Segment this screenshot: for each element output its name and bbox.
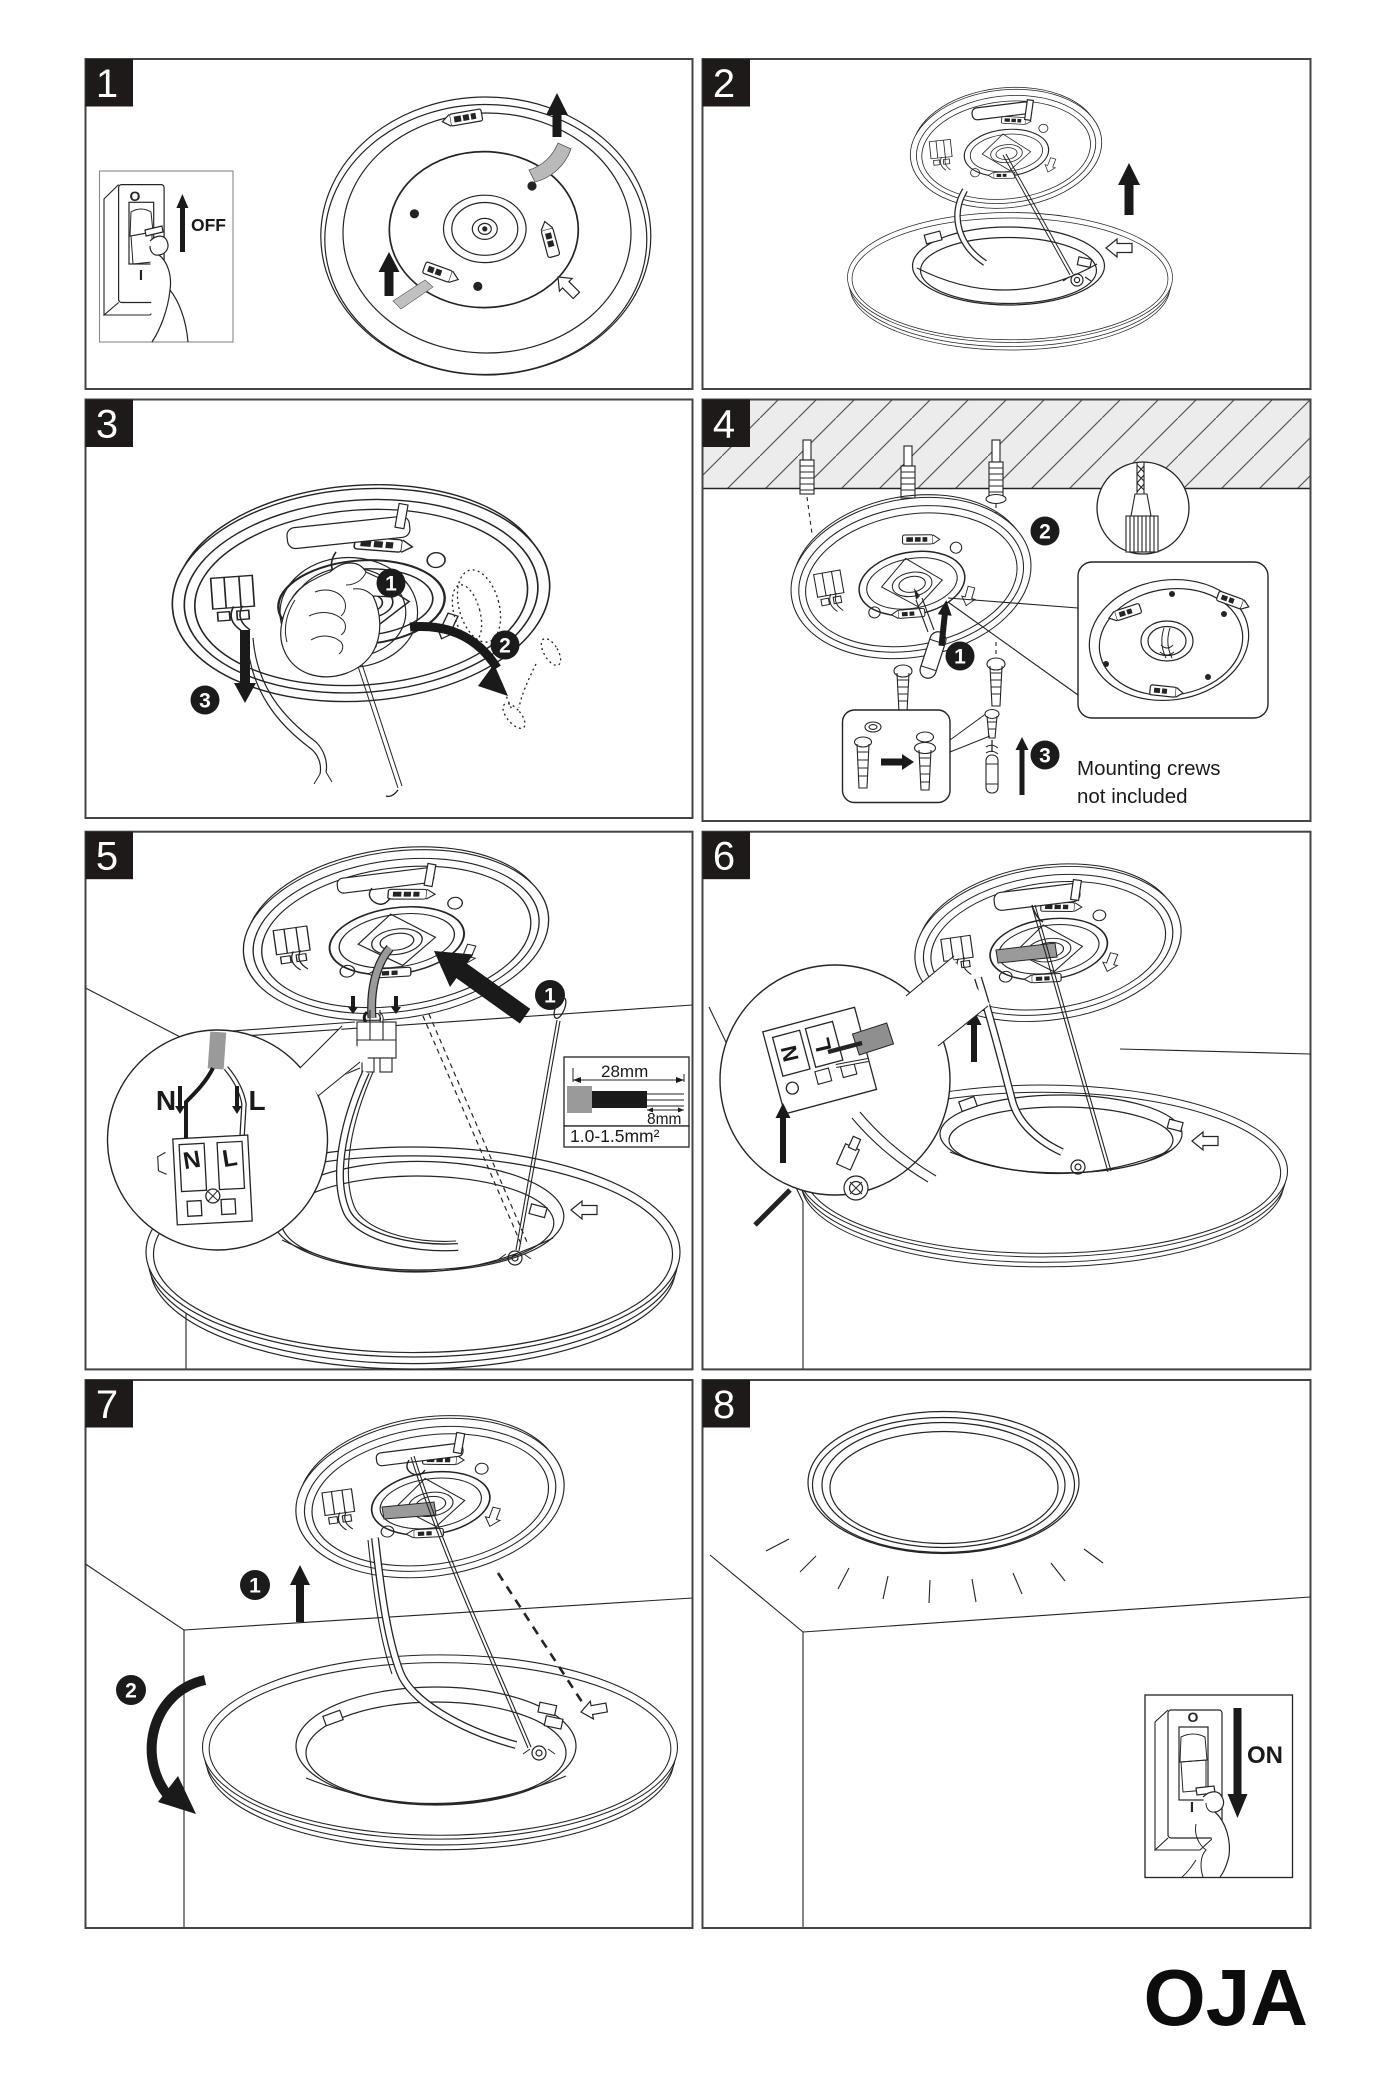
svg-text:3: 3 xyxy=(199,690,211,713)
svg-text:1: 1 xyxy=(385,573,397,596)
svg-text:2: 2 xyxy=(499,635,511,658)
svg-text:I: I xyxy=(1190,1799,1194,1816)
svg-text:ON: ON xyxy=(1247,1742,1283,1769)
svg-text:I: I xyxy=(139,267,143,284)
svg-text:1.0-1.5mm²: 1.0-1.5mm² xyxy=(570,1126,660,1146)
svg-text:Mounting crews: Mounting crews xyxy=(1077,757,1221,780)
svg-text:4: 4 xyxy=(713,403,735,447)
svg-text:OFF: OFF xyxy=(191,215,226,235)
svg-text:1: 1 xyxy=(96,62,118,106)
svg-text:8: 8 xyxy=(713,1383,735,1427)
svg-text:not included: not included xyxy=(1077,785,1188,808)
svg-text:N: N xyxy=(156,1085,176,1116)
svg-text:1: 1 xyxy=(544,985,556,1008)
svg-text:6: 6 xyxy=(713,835,735,879)
svg-text:N: N xyxy=(181,1146,202,1175)
svg-text:7: 7 xyxy=(96,1383,118,1427)
svg-text:3: 3 xyxy=(1039,745,1051,768)
svg-text:N: N xyxy=(776,1043,804,1064)
svg-text:OJA: OJA xyxy=(1144,1953,1309,2042)
svg-text:8mm: 8mm xyxy=(647,1111,681,1128)
svg-text:2: 2 xyxy=(125,1680,137,1703)
svg-text:2: 2 xyxy=(713,62,735,106)
svg-text:O: O xyxy=(130,188,141,204)
svg-text:O: O xyxy=(1188,1709,1199,1725)
svg-text:1: 1 xyxy=(954,646,966,669)
svg-text:3: 3 xyxy=(96,403,118,447)
svg-text:5: 5 xyxy=(96,835,118,879)
svg-text:2: 2 xyxy=(1039,521,1051,544)
svg-text:1: 1 xyxy=(249,1575,261,1598)
svg-text:L: L xyxy=(248,1085,265,1116)
svg-text:L: L xyxy=(220,1144,239,1173)
svg-text:28mm: 28mm xyxy=(601,1062,648,1081)
